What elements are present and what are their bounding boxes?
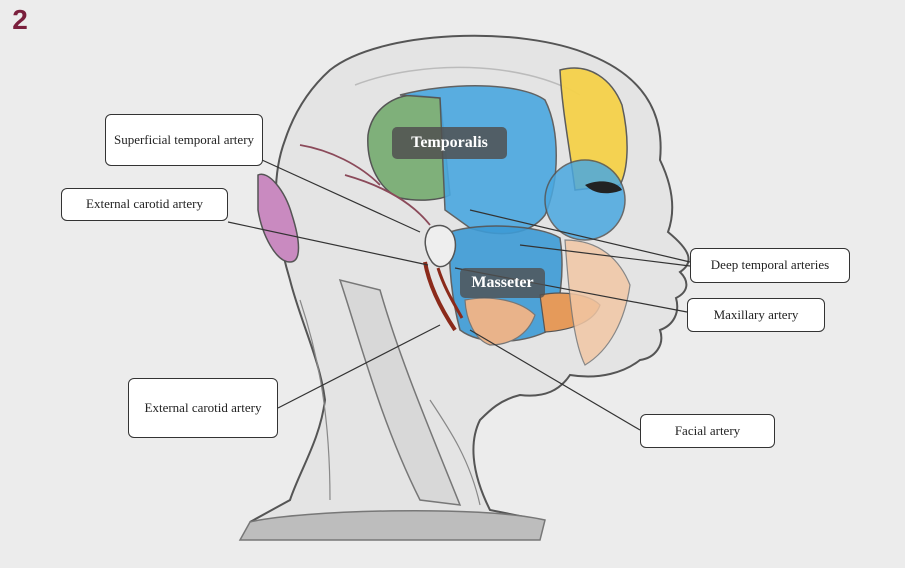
orbit-region: [545, 160, 625, 240]
facial-artery-label: Facial artery: [640, 414, 775, 448]
masseter-label: Masseter: [460, 268, 545, 298]
superficial-temporal-artery-label: Superficial temporal artery: [105, 114, 263, 166]
deep-temporal-arteries-label: Deep temporal arteries: [690, 248, 850, 283]
maxillary-artery-label: Maxillary artery: [687, 298, 825, 332]
external-carotid-artery-lower-label: External carotid artery: [128, 378, 278, 438]
temporalis-label: Temporalis: [392, 127, 507, 159]
external-carotid-artery-upper-label: External carotid artery: [61, 188, 228, 221]
